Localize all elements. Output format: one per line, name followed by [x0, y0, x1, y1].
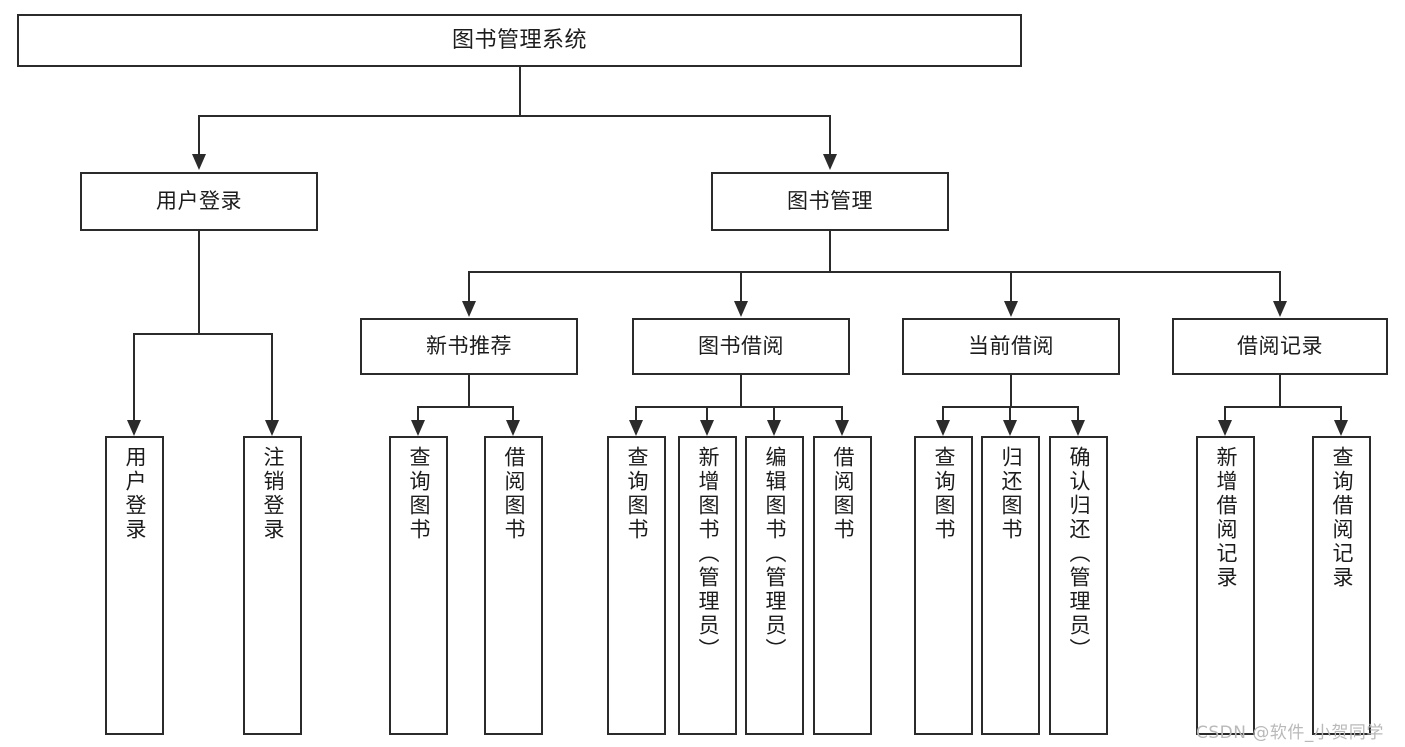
- connector-new-book-bus: [417, 406, 514, 408]
- leaf-confirm-return-admin[interactable]: 确认归还（管理员）: [1049, 436, 1108, 735]
- arrowhead-current-borrow-to-leaf-2: [1003, 420, 1017, 436]
- arrowhead-book-mgmt-to-records: [1273, 301, 1287, 317]
- connector-book-borrow-to-leaf-3: [773, 406, 775, 420]
- connector-book-mgmt-to-borrow: [740, 271, 742, 301]
- leaf-query-borrow-record[interactable]: 查询借阅记录: [1312, 436, 1371, 735]
- connector-book-mgmt-bus: [468, 271, 1280, 273]
- arrowhead-new-book-to-leaf-2: [506, 420, 520, 436]
- arrowhead-book-borrow-to-leaf-4: [835, 420, 849, 436]
- node-borrow-records[interactable]: 借阅记录: [1172, 318, 1388, 375]
- arrowhead-new-book-to-leaf-1: [411, 420, 425, 436]
- connector-user-login-to-leaf-2: [271, 333, 273, 420]
- node-book-borrow[interactable]: 图书借阅: [632, 318, 850, 375]
- arrowhead-book-borrow-to-leaf-3: [767, 420, 781, 436]
- node-label: 图书借阅: [698, 334, 784, 359]
- connector-root-to-user-login: [198, 115, 200, 154]
- connector-root-bus: [198, 115, 831, 117]
- leaf-label: 归还图书: [999, 446, 1023, 542]
- arrowhead-current-borrow-to-leaf-1: [936, 420, 950, 436]
- arrowhead-book-borrow-to-leaf-2: [700, 420, 714, 436]
- arrowhead-root-to-user-login: [192, 154, 206, 170]
- connector-book-borrow-to-leaf-1: [635, 406, 637, 420]
- connector-records-stem: [1279, 375, 1281, 408]
- leaf-label: 注销登录: [261, 446, 285, 542]
- leaf-add-borrow-record[interactable]: 新增借阅记录: [1196, 436, 1255, 735]
- leaf-query-book-current[interactable]: 查询图书: [914, 436, 973, 735]
- leaf-label: 查询图书: [407, 446, 431, 542]
- connector-book-borrow-to-leaf-4: [841, 406, 843, 420]
- leaf-label: 新增图书（管理员）: [696, 446, 720, 662]
- leaf-label: 确认归还（管理员）: [1067, 446, 1091, 662]
- connector-records-to-leaf-1: [1224, 406, 1226, 420]
- node-user-login[interactable]: 用户登录: [80, 172, 318, 231]
- connector-book-mgmt-to-records: [1279, 271, 1281, 301]
- connector-current-borrow-to-leaf-1: [942, 406, 944, 420]
- arrowhead-book-mgmt-to-current: [1004, 301, 1018, 317]
- connector-user-login-bus: [133, 333, 272, 335]
- node-book-management[interactable]: 图书管理: [711, 172, 949, 231]
- node-label: 当前借阅: [968, 334, 1054, 359]
- leaf-borrow-book-recommend[interactable]: 借阅图书: [484, 436, 543, 735]
- connector-root-to-book-mgmt: [829, 115, 831, 154]
- connector-records-bus: [1224, 406, 1342, 408]
- node-current-borrow[interactable]: 当前借阅: [902, 318, 1120, 375]
- leaf-logout[interactable]: 注销登录: [243, 436, 302, 735]
- node-label: 用户登录: [156, 189, 242, 214]
- arrowhead-root-to-book-mgmt: [823, 154, 837, 170]
- node-label: 借阅记录: [1237, 334, 1323, 359]
- node-label: 图书管理系统: [451, 27, 587, 53]
- leaf-return-book[interactable]: 归还图书: [981, 436, 1040, 735]
- leaf-label: 编辑图书（管理员）: [763, 446, 787, 662]
- connector-root-stem: [519, 67, 521, 115]
- arrowhead-records-to-leaf-1: [1218, 420, 1232, 436]
- connector-current-borrow-stem: [1010, 375, 1012, 408]
- arrowhead-user-login-to-leaf-2: [265, 420, 279, 436]
- connector-current-borrow-to-leaf-2: [1009, 406, 1011, 420]
- arrowhead-current-borrow-to-leaf-3: [1071, 420, 1085, 436]
- connector-current-borrow-to-leaf-3: [1077, 406, 1079, 420]
- leaf-label: 借阅图书: [502, 446, 526, 542]
- connector-book-borrow-to-leaf-2: [706, 406, 708, 420]
- leaf-query-book-recommend[interactable]: 查询图书: [389, 436, 448, 735]
- node-root-library-system[interactable]: 图书管理系统: [17, 14, 1022, 67]
- connector-new-book-to-leaf-2: [512, 406, 514, 420]
- leaf-label: 新增借阅记录: [1214, 446, 1238, 590]
- connector-book-mgmt-stem: [829, 231, 831, 273]
- arrowhead-book-mgmt-to-new-book: [462, 301, 476, 317]
- leaf-label: 查询借阅记录: [1330, 446, 1354, 590]
- connector-new-book-to-leaf-1: [417, 406, 419, 420]
- node-label: 图书管理: [787, 189, 873, 214]
- connector-new-book-stem: [468, 375, 470, 408]
- connector-book-mgmt-to-current: [1010, 271, 1012, 301]
- leaf-borrow-book[interactable]: 借阅图书: [813, 436, 872, 735]
- arrowhead-records-to-leaf-2: [1334, 420, 1348, 436]
- arrowhead-book-mgmt-to-borrow: [734, 301, 748, 317]
- leaf-label: 查询图书: [932, 446, 956, 542]
- connector-book-borrow-stem: [740, 375, 742, 408]
- node-label: 新书推荐: [426, 334, 512, 359]
- leaf-label: 用户登录: [123, 446, 147, 542]
- connector-user-login-stem: [198, 231, 200, 335]
- connector-book-mgmt-to-new-book: [468, 271, 470, 301]
- arrowhead-user-login-to-leaf-1: [127, 420, 141, 436]
- leaf-query-book-borrow[interactable]: 查询图书: [607, 436, 666, 735]
- leaf-user-login[interactable]: 用户登录: [105, 436, 164, 735]
- leaf-edit-book-admin[interactable]: 编辑图书（管理员）: [745, 436, 804, 735]
- connector-records-to-leaf-2: [1340, 406, 1342, 420]
- leaf-add-book-admin[interactable]: 新增图书（管理员）: [678, 436, 737, 735]
- csdn-watermark: CSDN @软件_小贺同学: [1196, 723, 1384, 743]
- leaf-label: 借阅图书: [831, 446, 855, 542]
- node-new-book-recommend[interactable]: 新书推荐: [360, 318, 578, 375]
- arrowhead-book-borrow-to-leaf-1: [629, 420, 643, 436]
- connector-book-borrow-bus: [635, 406, 842, 408]
- connector-user-login-to-leaf-1: [133, 333, 135, 420]
- leaf-label: 查询图书: [625, 446, 649, 542]
